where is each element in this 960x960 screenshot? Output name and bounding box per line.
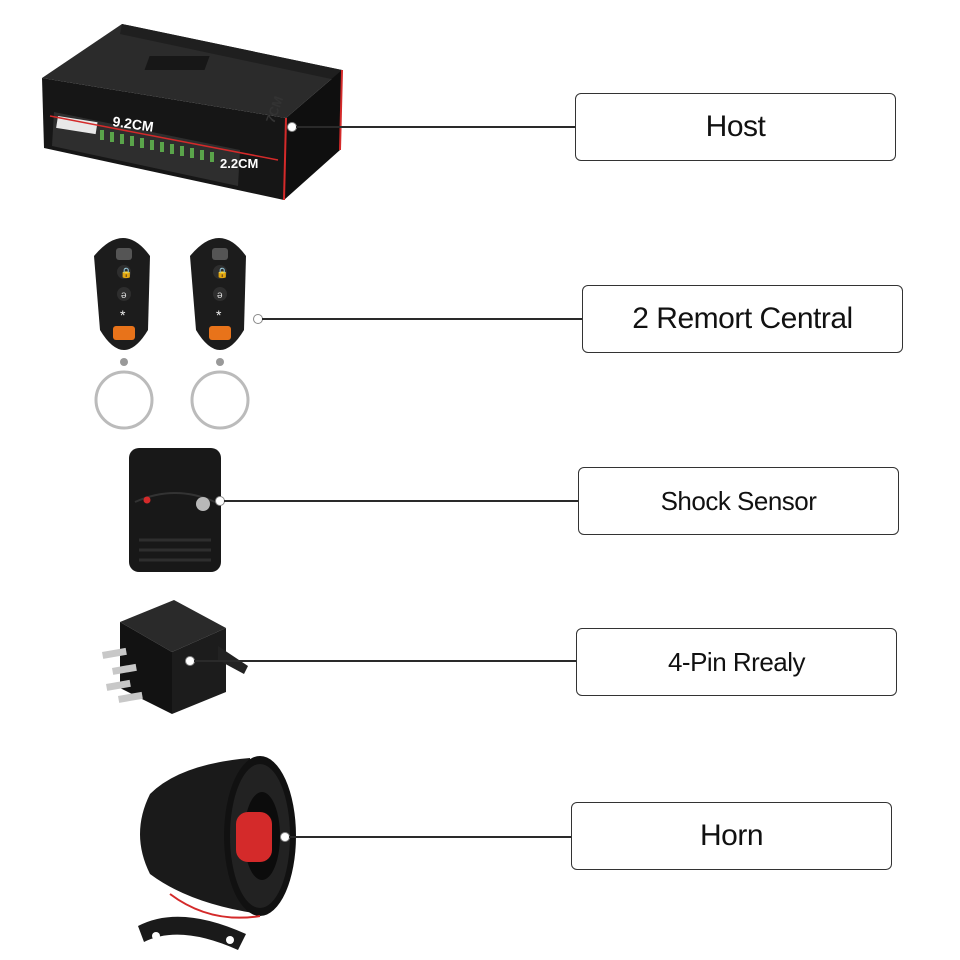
sensor-led bbox=[143, 496, 151, 504]
svg-text:ә: ә bbox=[217, 290, 223, 301]
component-remotes: 🔒 ә * 🔒 ә * 2 Remort Central bbox=[0, 210, 960, 430]
component-horn: Horn bbox=[0, 740, 960, 960]
component-shock-sensor: Shock Sensor bbox=[0, 430, 960, 590]
svg-text:*: * bbox=[216, 307, 222, 323]
leader-line bbox=[224, 500, 578, 502]
label-text: 4-Pin Rrealy bbox=[667, 646, 806, 677]
label-text: Host bbox=[705, 110, 766, 143]
horn-image bbox=[138, 756, 296, 950]
connector-dot bbox=[254, 315, 262, 323]
relay-pins bbox=[102, 647, 143, 703]
label-text: Horn bbox=[699, 819, 764, 852]
connector-dot bbox=[281, 833, 289, 841]
svg-text:*: * bbox=[120, 307, 126, 323]
leader-line bbox=[289, 836, 571, 838]
label-host: Host bbox=[575, 93, 896, 161]
label-text: 2 Remort Central bbox=[632, 302, 853, 335]
label-relay: 4-Pin Rrealy bbox=[576, 628, 897, 696]
component-relay: 4-Pin Rrealy bbox=[0, 590, 960, 740]
dimension-length: 9.2CM bbox=[112, 113, 155, 135]
leader-line bbox=[262, 318, 582, 320]
connector-dot bbox=[186, 657, 194, 665]
host-module-image: 9.2CM 2.2CM 7CM bbox=[42, 24, 343, 201]
label-remotes: 2 Remort Central bbox=[582, 285, 903, 353]
svg-text:ә: ә bbox=[121, 290, 127, 301]
remote-fob-1: 🔒 ә * bbox=[94, 238, 154, 430]
label-text: Shock Sensor bbox=[660, 485, 817, 516]
connector-dot bbox=[288, 123, 296, 131]
remote-fob-image: 🔒 ә * 🔒 ә * bbox=[94, 238, 250, 430]
shock-sensor-image bbox=[129, 448, 221, 572]
leader-line bbox=[296, 126, 576, 128]
connector-dot bbox=[216, 497, 224, 505]
dimension-height: 2.2CM bbox=[220, 156, 258, 171]
component-host: 9.2CM 2.2CM 7CM Host bbox=[0, 0, 960, 210]
label-shock-sensor: Shock Sensor bbox=[578, 467, 899, 535]
horn-red-cap bbox=[236, 812, 272, 862]
svg-text:🔒: 🔒 bbox=[216, 267, 228, 279]
adjust-screw bbox=[196, 497, 210, 511]
remote-fob-2: 🔒 ә * bbox=[190, 238, 250, 430]
connector-pins bbox=[100, 130, 214, 162]
leader-line bbox=[194, 660, 577, 662]
label-horn: Horn bbox=[571, 802, 892, 870]
svg-text:🔒: 🔒 bbox=[120, 267, 132, 279]
